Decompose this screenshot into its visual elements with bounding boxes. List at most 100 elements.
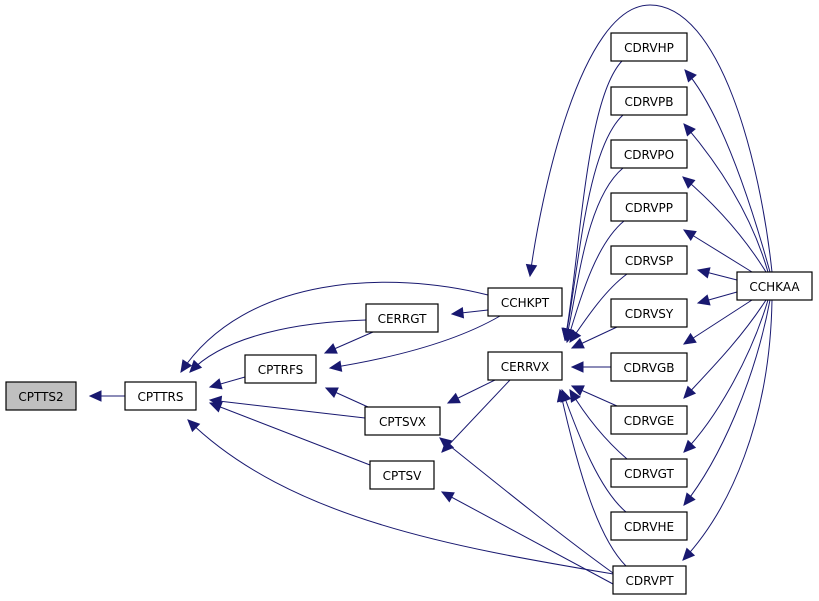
node-box[interactable] (612, 565, 687, 595)
edge-line (564, 60, 623, 341)
edge-cdrvpt-to-cptsvx (439, 437, 614, 574)
edge-cchkaa-to-cdrvgt (683, 299, 769, 453)
node-box[interactable] (5, 381, 77, 411)
node-cptsv[interactable]: CPTSV (369, 460, 435, 490)
node-box[interactable] (610, 32, 688, 62)
node-cdrvsy[interactable]: CDRVSY (610, 298, 688, 328)
node-cdrvpp[interactable]: CDRVPP (610, 192, 688, 222)
node-cdrvpb[interactable]: CDRVPB (610, 86, 688, 116)
edge-cchkaa-to-cdrvhe (683, 299, 771, 506)
node-cdrvhe[interactable]: CDRVHE (610, 511, 688, 541)
node-label: CDRVSY (625, 307, 674, 321)
node-cchkaa[interactable]: CCHKAA (736, 271, 813, 301)
node-cdrvgb[interactable]: CDRVGB (610, 352, 688, 382)
edge-cchkaa-to-cchkpt (525, 4, 773, 278)
node-label: CPTTS2 (18, 390, 63, 404)
arrowhead-icon (683, 492, 696, 506)
arrowhead-icon (696, 267, 711, 279)
arrowhead-icon (208, 378, 223, 390)
edge-line (559, 389, 627, 567)
arrowhead-icon (569, 388, 581, 403)
edge-line (441, 491, 614, 585)
node-cerrvx[interactable]: CERRVX (487, 351, 563, 381)
node-label: CERRGT (378, 312, 428, 326)
node-box[interactable] (736, 271, 813, 301)
edge-cchkpt-to-cerrgt (450, 306, 489, 319)
node-label: CERRVX (501, 360, 549, 374)
edge-line (684, 69, 771, 273)
node-box[interactable] (244, 354, 317, 384)
edge-cdrvpt-to-cerrvx (556, 388, 627, 567)
edge-cptrfs-to-cpttrs (208, 376, 246, 390)
edge-line (683, 299, 769, 453)
node-box[interactable] (369, 460, 435, 490)
edge-line (187, 419, 614, 575)
node-box[interactable] (610, 139, 688, 169)
edge-cchkaa-to-cdrvsy (696, 291, 738, 306)
edge-cchkaa-to-cdrvpo (682, 176, 767, 273)
node-cdrvhp[interactable]: CDRVHP (610, 32, 688, 62)
arrowhead-icon (189, 359, 203, 373)
node-cptsvx[interactable]: CPTSVX (364, 406, 441, 436)
node-label: CDRVSP (625, 254, 673, 268)
arrowhead-icon (683, 123, 696, 137)
arrowhead-icon (570, 337, 585, 349)
edge-line (209, 402, 371, 466)
arrowhead-icon (683, 385, 697, 399)
node-cpttrs[interactable]: CPTTRS (124, 381, 197, 411)
node-label: CPTTRS (137, 390, 183, 404)
node-box[interactable] (610, 298, 688, 328)
node-cptrfs[interactable]: CPTRFS (244, 354, 317, 384)
node-cptts2[interactable]: CPTTS2 (5, 381, 77, 411)
edges-layer (88, 4, 773, 585)
edge-cptsvx-to-cpttrs (208, 395, 366, 419)
node-cchkpt[interactable]: CCHKPT (487, 287, 563, 317)
node-label: CDRVHE (624, 520, 674, 534)
edge-cdrvsy-to-cerrvx (570, 326, 618, 349)
arrowhead-icon (450, 306, 465, 319)
edge-line (683, 299, 771, 506)
node-box[interactable] (124, 381, 197, 411)
node-label: CPTSVX (379, 415, 426, 429)
arrowhead-icon (323, 343, 338, 354)
node-cdrvgt[interactable]: CDRVGT (610, 458, 688, 488)
arrowhead-icon (684, 69, 697, 83)
node-cdrvge[interactable]: CDRVGE (610, 405, 688, 435)
arrowhead-icon (324, 387, 339, 399)
arrowhead-icon (440, 491, 455, 503)
node-cdrvpo[interactable]: CDRVPO (610, 139, 688, 169)
arrowhead-icon (208, 401, 223, 413)
edge-cerrvx-to-cptsvx (446, 379, 496, 404)
edge-cdrvpt-to-cpttrs (187, 419, 614, 575)
edge-cchkaa-to-cdrvhp (684, 69, 771, 273)
node-box[interactable] (610, 352, 688, 382)
edge-line (566, 220, 625, 343)
node-cdrvsp[interactable]: CDRVSP (610, 245, 688, 275)
node-cerrgt[interactable]: CERRGT (365, 303, 439, 333)
node-cdrvpt[interactable]: CDRVPT (612, 565, 687, 595)
edge-cdrvgt-to-cerrvx (569, 388, 628, 460)
node-box[interactable] (487, 287, 563, 317)
node-box[interactable] (364, 406, 441, 436)
edge-line (441, 379, 511, 453)
node-box[interactable] (610, 458, 688, 488)
arrowhead-icon (569, 329, 582, 343)
arrowhead-icon (682, 229, 697, 241)
arrowhead-icon (570, 385, 585, 396)
arrowhead-icon (187, 419, 201, 433)
node-box[interactable] (610, 511, 688, 541)
edge-cptsv-to-cpttrs (208, 401, 371, 466)
edge-line (683, 299, 753, 345)
node-label: CDRVPP (625, 201, 673, 215)
edge-line (683, 229, 753, 273)
node-box[interactable] (610, 245, 688, 275)
node-box[interactable] (365, 303, 439, 333)
arrowhead-icon (441, 439, 455, 453)
node-box[interactable] (610, 192, 688, 222)
edge-cchkaa-to-cdrvgb (682, 299, 753, 345)
edge-cchkaa-to-cdrvsp (696, 267, 738, 281)
node-box[interactable] (610, 405, 688, 435)
nodes-layer: CPTTS2 CPTTRS CPTRFS CERRGT CPTSVX CPTSV CCHKP… (5, 32, 813, 595)
node-box[interactable] (610, 86, 688, 116)
node-box[interactable] (487, 351, 563, 381)
